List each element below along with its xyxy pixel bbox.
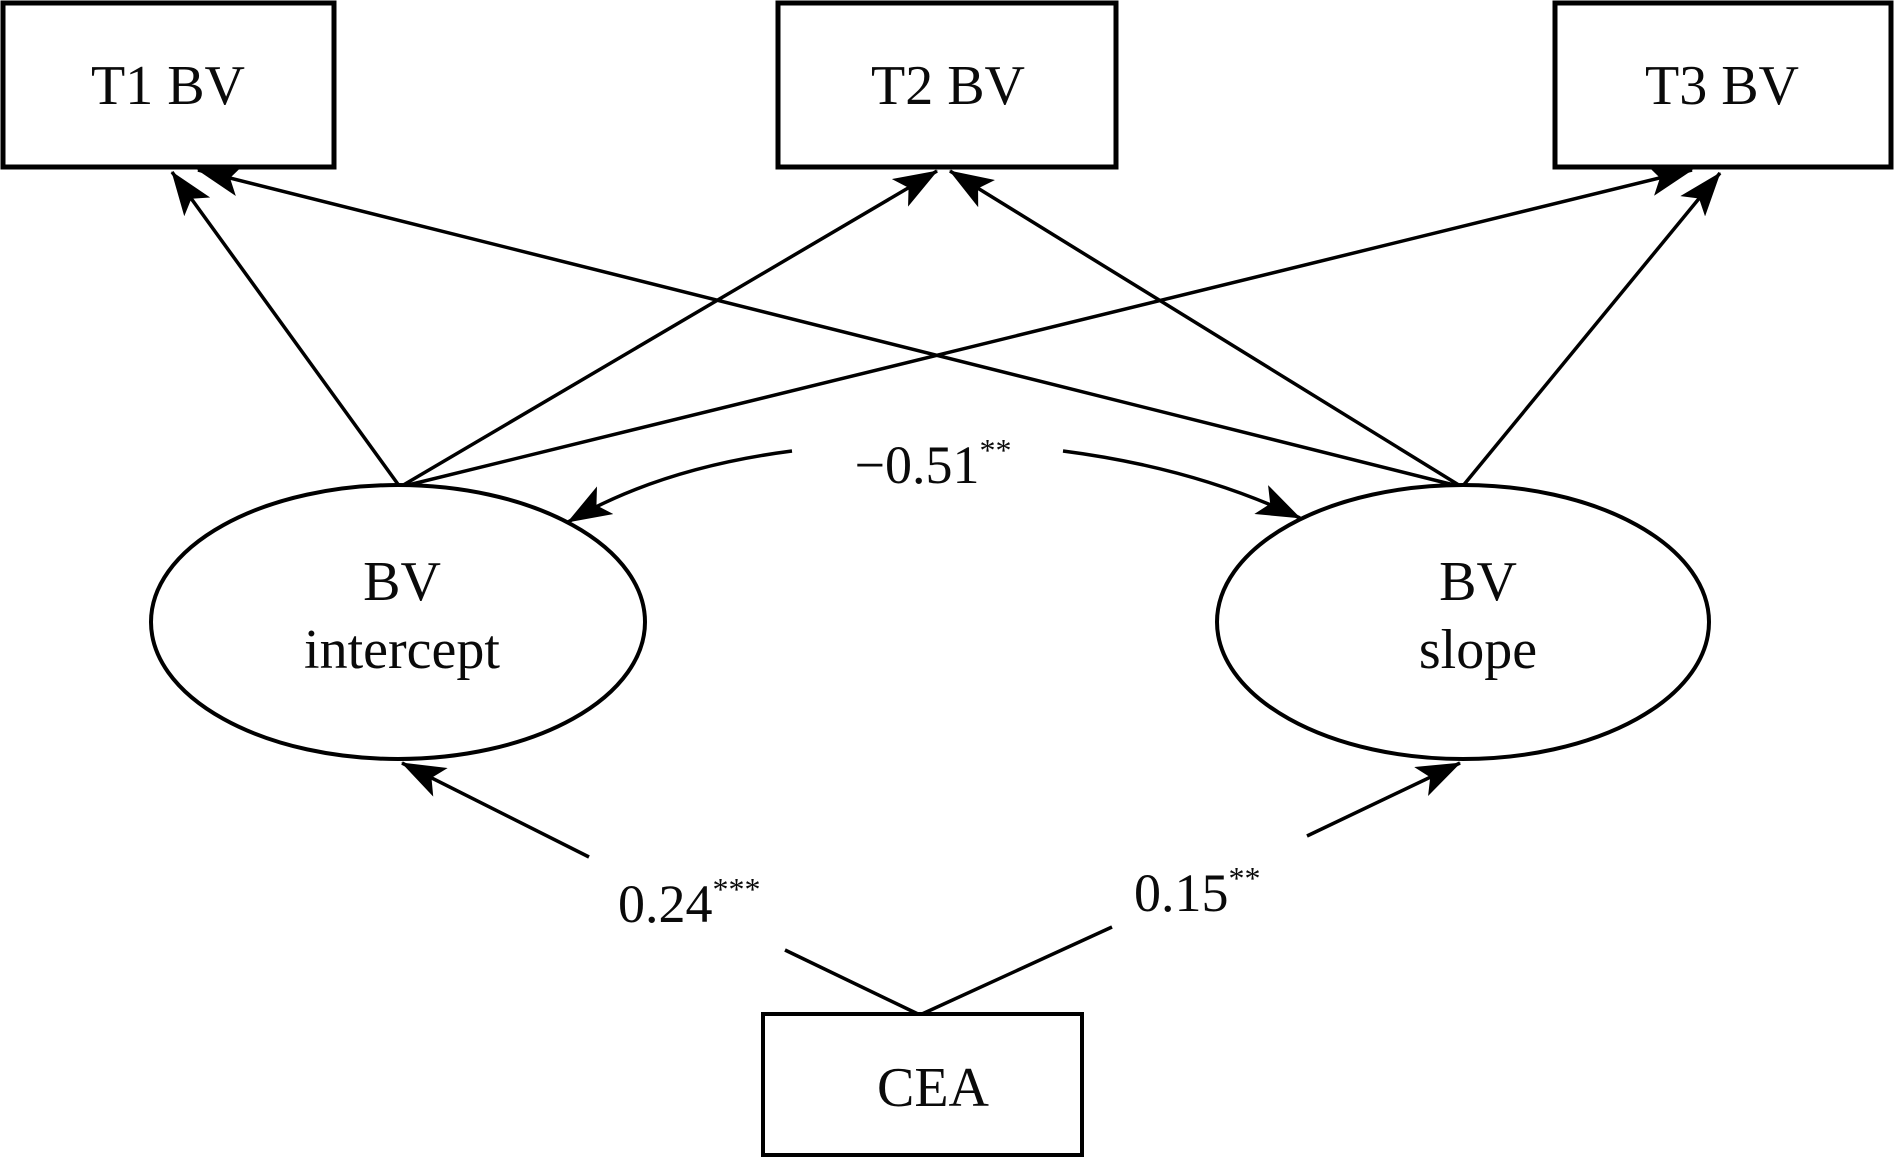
observed-t3-box: T3 BV <box>1552 0 1894 170</box>
cea-label: CEA <box>877 1057 990 1119</box>
path-cea-slope-upper <box>1306 761 1461 838</box>
predictor-cea-box: CEA <box>761 1012 1084 1157</box>
path-cea-slope: 0.15** <box>921 761 1461 1016</box>
latent-slope-ellipse: BV slope <box>1215 483 1711 761</box>
slope-label-line2: slope <box>1419 619 1537 681</box>
t1-label: T1 BV <box>91 55 245 117</box>
slope-label-line1: BV <box>1439 551 1517 613</box>
path-cea-intercept-upper <box>401 761 590 859</box>
intercept-label-line2: intercept <box>304 619 500 681</box>
correlation-sig: ** <box>979 432 1011 468</box>
correlation-value: −0.51 <box>855 435 980 495</box>
path-cea-slope-value: 0.15 <box>1134 863 1229 923</box>
path-cea-slope-lower <box>921 925 1113 1016</box>
loading-intercept-t3 <box>399 164 1693 489</box>
path-cea-intercept-lower <box>784 948 919 1016</box>
intercept-label-line1: BV <box>363 551 441 613</box>
loading-intercept-t2 <box>399 169 938 489</box>
path-cea-intercept-sig: *** <box>713 871 761 907</box>
correlation-arc: −0.51** <box>567 432 1301 524</box>
loading-slope-t3 <box>1460 171 1722 489</box>
loading-intercept-t1 <box>170 170 402 489</box>
loadings <box>170 164 1722 489</box>
loading-slope-t1 <box>197 164 1463 489</box>
path-cea-intercept-label: 0.24*** <box>618 871 761 934</box>
correlation-label: −0.51** <box>855 432 1012 495</box>
path-cea-intercept-value: 0.24 <box>618 874 713 934</box>
observed-t1-box: T1 BV <box>0 0 337 170</box>
path-cea-slope-sig: ** <box>1229 860 1261 896</box>
path-cea-slope-label: 0.15** <box>1134 860 1261 923</box>
observed-t2-box: T2 BV <box>775 0 1119 170</box>
correlation-arc-left <box>567 449 793 524</box>
latent-intercept-ellipse: BV intercept <box>149 483 647 761</box>
correlation-arc-right <box>1062 449 1301 520</box>
t3-label: T3 BV <box>1645 55 1799 117</box>
loading-slope-t2 <box>949 169 1463 489</box>
t2-label: T2 BV <box>871 55 1025 117</box>
path-cea-intercept: 0.24*** <box>401 761 919 1016</box>
